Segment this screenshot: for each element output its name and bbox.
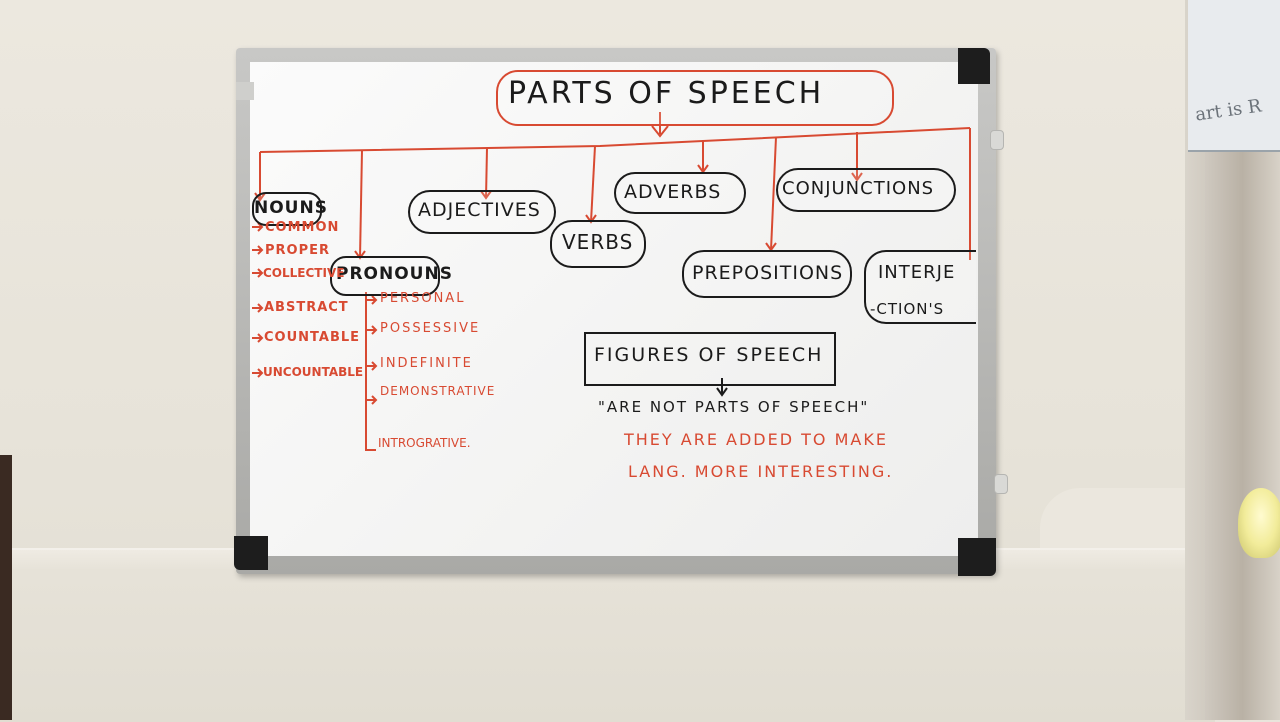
noun-type-item: PROPER — [265, 243, 331, 258]
prepositions-label: PREPOSITIONS — [692, 262, 844, 284]
nouns-cloud — [252, 192, 322, 226]
title-cloud — [496, 70, 894, 126]
wall-hook — [990, 130, 1004, 150]
figures-note-line1: THEY ARE ADDED TO MAKE — [624, 430, 888, 449]
adverbs-cloud — [614, 172, 746, 214]
figures-box-label: FIGURES OF SPEECH — [594, 344, 824, 366]
pronouns-label: PRONOUNS — [336, 264, 453, 284]
frame-corner-top-left — [236, 82, 254, 100]
noun-type-item: COMMON — [265, 220, 340, 235]
figures-note-line2: LANG. MORE INTERESTING. — [628, 462, 894, 481]
adverbs-label: ADVERBS — [624, 181, 722, 203]
pronoun-type-item: DEMONSTRATIVE — [380, 384, 496, 398]
noun-type-item: COUNTABLE — [264, 330, 361, 345]
noun-type-item: UNCOUNTABLE — [263, 365, 364, 379]
frame-corner-top-right — [958, 48, 990, 84]
door-edge — [0, 455, 12, 720]
interjections-cloud — [864, 250, 976, 324]
conjunctions-label: CONJUNCTIONS — [782, 178, 935, 199]
pronoun-type-item: PERSONAL — [380, 291, 466, 306]
frame-corner-bottom-left — [234, 536, 268, 570]
adjectives-cloud — [408, 190, 556, 234]
figures-quote: "ARE NOT PARTS OF SPEECH" — [598, 398, 870, 416]
title-arrow-head — [651, 125, 669, 138]
pronoun-type-item: INTROGRATIVE. — [378, 436, 471, 450]
conjunctions-cloud — [776, 168, 956, 212]
prepositions-cloud — [682, 250, 852, 298]
wall-hook — [994, 474, 1008, 494]
wrapped-roll — [1205, 140, 1280, 720]
pronoun-type-item: POSSESSIVE — [380, 321, 481, 336]
frame-corner-bottom-right — [958, 538, 996, 576]
interjections-label-line2: -CTION'S — [870, 300, 945, 318]
adjectives-label: ADJECTIVES — [418, 199, 541, 221]
shelf-ledge — [0, 548, 1215, 722]
nouns-label: NOUNS — [254, 198, 328, 218]
figures-box — [584, 332, 836, 386]
pronoun-type-item: INDEFINITE — [380, 356, 473, 371]
noun-type-item: COLLECTIVE — [263, 266, 345, 280]
figures-arrow — [716, 378, 728, 397]
verbs-cloud — [550, 220, 646, 268]
interjections-label-line1: INTERJE — [878, 262, 956, 283]
branch-bar — [259, 127, 971, 153]
verbs-label: VERBS — [562, 230, 634, 254]
noun-type-item: ABSTRACT — [264, 300, 349, 315]
paper-label — [1188, 0, 1280, 152]
flower — [1238, 488, 1280, 558]
board-title: PARTS OF SPEECH — [508, 76, 825, 111]
pronouns-cloud — [330, 256, 440, 296]
